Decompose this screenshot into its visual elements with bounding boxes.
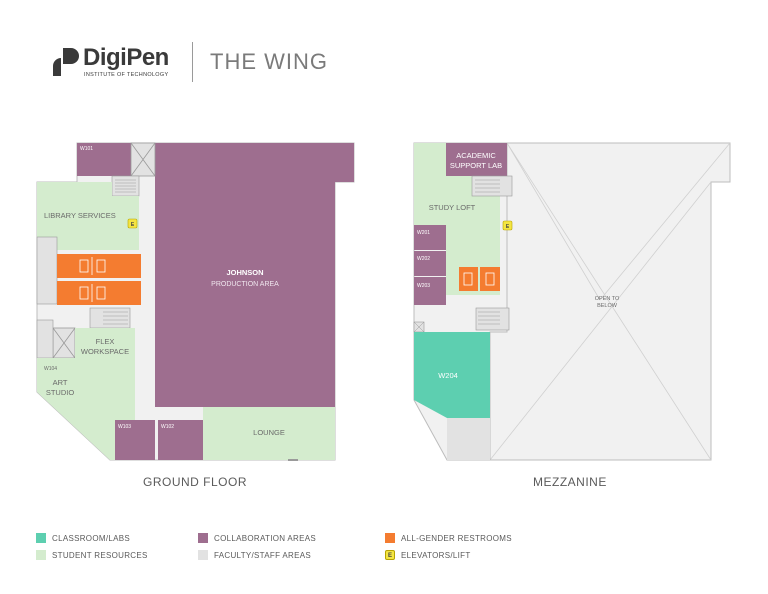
label-flex-1: FLEX (96, 337, 115, 346)
label-academic-2: SUPPORT LAB (450, 161, 502, 170)
room-w202[interactable] (414, 251, 446, 276)
elevator-marker-ground (127, 218, 138, 229)
restroom-mezz-2[interactable] (480, 267, 500, 291)
label-w102: W102 (161, 424, 174, 430)
legend-swatch-student (36, 550, 46, 560)
restroom-mezz-1[interactable] (459, 267, 478, 291)
mezzanine-caption: MEZZANINE (533, 475, 607, 489)
room-w102[interactable] (158, 420, 203, 460)
label-lounge: LOUNGE (253, 428, 285, 437)
label-art-2: STUDIO (46, 388, 75, 397)
student-corridor (85, 364, 135, 460)
legend-label-faculty: FACULTY/STAFF AREAS (214, 551, 311, 560)
page-title: THE WING (210, 49, 328, 74)
label-w103: W103 (118, 424, 131, 430)
academic-support-lab[interactable] (446, 143, 507, 176)
stairs-mezz-mid (475, 307, 510, 331)
legend-label-student: STUDENT RESOURCES (52, 551, 148, 560)
johnson-production-area[interactable] (155, 143, 354, 407)
legend-swatch-elevator: E (385, 550, 395, 560)
legend-label-restroom: ALL-GENDER RESTROOMS (401, 534, 512, 543)
elevator-marker-glyph: E (131, 222, 135, 228)
ground-floor-map: W101 LIBRARY SERVICES JOHNSON PRODUCTION… (36, 142, 355, 461)
legend-swatch-restroom (385, 533, 395, 543)
stairs-ground-mid (89, 307, 131, 329)
legend-label-classroom: CLASSROOM/LABS (52, 534, 131, 543)
brand-name: DigiPen (83, 44, 169, 71)
ground-floor-caption: GROUND FLOOR (143, 475, 248, 489)
elevator-marker-mezz (502, 220, 513, 231)
room-w201[interactable] (414, 225, 446, 250)
label-w203: W203 (417, 283, 430, 289)
faculty-left-block (36, 319, 54, 359)
elevator-marker-mezz-glyph: E (506, 224, 510, 230)
lounge[interactable] (203, 407, 335, 460)
room-w203[interactable] (414, 277, 446, 305)
label-art-1: ART (53, 378, 68, 387)
legend-swatch-faculty (198, 550, 208, 560)
label-library: LIBRARY SERVICES (44, 211, 116, 220)
library-services[interactable] (37, 182, 139, 250)
label-study-loft: STUDY LOFT (429, 203, 476, 212)
label-w202: W202 (417, 256, 430, 262)
legend-swatch-classroom (36, 533, 46, 543)
legend-label-elevator: ELEVATORS/LIFT (401, 551, 471, 560)
room-w204[interactable] (414, 332, 490, 418)
legend-label-collab: COLLABORATION AREAS (214, 534, 317, 543)
restroom-ground-2[interactable] (57, 281, 141, 305)
faculty-mezz-block (447, 418, 490, 460)
header-divider (192, 42, 193, 82)
label-w104: W104 (44, 366, 57, 372)
label-johnson: JOHNSON (226, 268, 263, 277)
label-flex-2: WORKSPACE (81, 347, 129, 356)
art-studio[interactable] (37, 358, 110, 460)
brand-subtitle: INSTITUTE OF TECHNOLOGY (84, 72, 169, 78)
label-open-1: OPEN TO (595, 296, 620, 302)
label-open-2: BELOW (597, 303, 618, 309)
digipen-logo-icon (53, 48, 79, 76)
legend-swatch-collab (198, 533, 208, 543)
label-w201: W201 (417, 230, 430, 236)
label-academic-1: ACADEMIC (456, 151, 496, 160)
room-w101[interactable] (77, 143, 131, 176)
label-w101: W101 (80, 146, 93, 152)
restroom-ground-1[interactable] (57, 254, 141, 278)
header: DigiPen INSTITUTE OF TECHNOLOGY THE WING (0, 0, 768, 110)
faculty-side-block (36, 236, 58, 305)
room-w103[interactable] (115, 420, 155, 460)
label-w204: W204 (438, 371, 458, 380)
mezzanine-map: E ACADEMIC SUPPORT LAB STUDY LOFT W201 W… (413, 142, 731, 461)
stairs-mezz-top (471, 175, 513, 197)
label-johnson-sub: PRODUCTION AREA (211, 281, 279, 288)
